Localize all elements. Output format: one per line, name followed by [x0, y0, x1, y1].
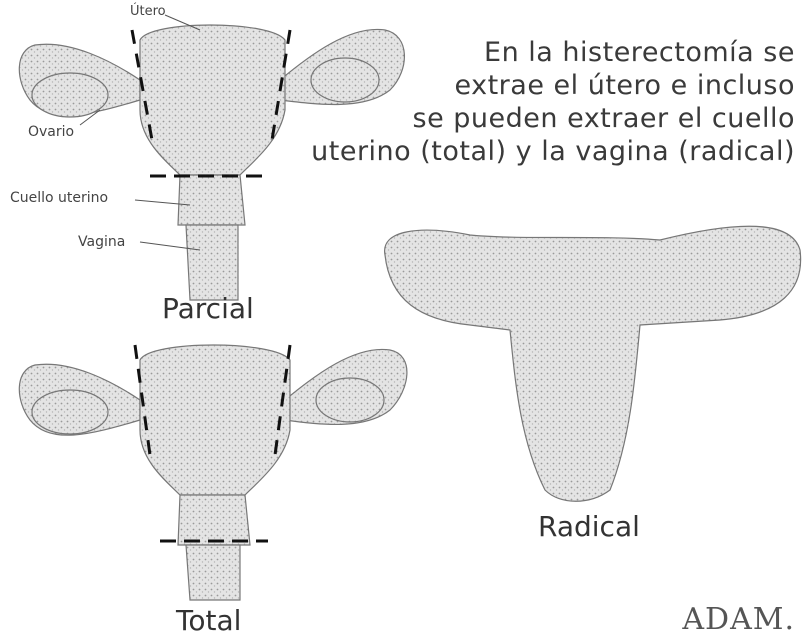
caption-line-3: se pueden extraer el cuello [311, 102, 795, 135]
label-cuello-uterino: Cuello uterino [10, 190, 108, 206]
title-total: Total [176, 604, 241, 637]
cervix-total [178, 495, 250, 545]
uterus-radical [385, 226, 801, 501]
radical-tissue [385, 226, 801, 501]
cervix-partial [178, 175, 245, 225]
title-parcial: Parcial [162, 292, 254, 325]
label-utero: Útero [130, 4, 166, 19]
caption-line-1: En la histerectomía se [311, 36, 795, 69]
caption-line-2: extrae el útero e incluso [311, 69, 795, 102]
uterus-total [19, 345, 407, 600]
vagina-partial [186, 225, 238, 300]
left-ovary-total [32, 390, 108, 434]
uterus-body-total [140, 345, 290, 495]
caption: En la histerectomía se extrae el útero e… [311, 36, 795, 168]
label-ovario: Ovario [28, 124, 74, 140]
label-vagina: Vagina [78, 234, 125, 250]
adam-logo: ADAM. [682, 602, 795, 637]
caption-line-4: uterino (total) y la vagina (radical) [311, 135, 795, 168]
left-ovary-partial [32, 73, 108, 117]
vagina-total [186, 545, 240, 600]
uterus-body-partial [140, 25, 285, 175]
right-ovary-total [316, 378, 384, 422]
title-radical: Radical [538, 510, 640, 543]
